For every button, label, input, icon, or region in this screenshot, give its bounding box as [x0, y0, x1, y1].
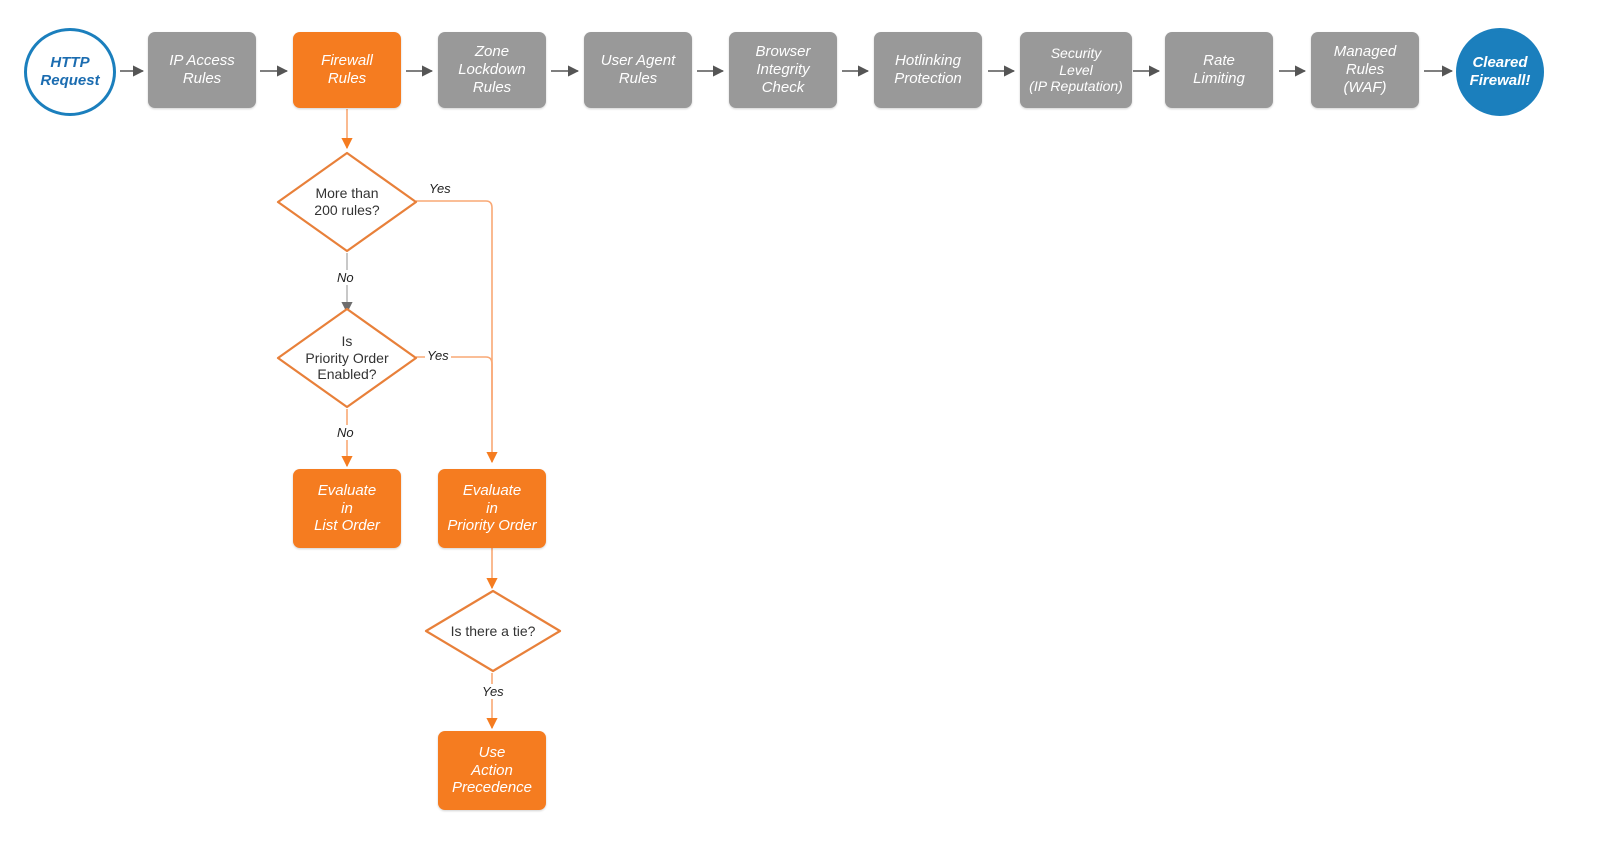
diamond-shape	[276, 307, 418, 409]
node-browser-integrity-check[interactable]: Browser Integrity Check	[729, 32, 837, 108]
edge-label-d1-yes: Yes	[427, 181, 453, 196]
node-label: User Agent Rules	[600, 52, 676, 87]
node-label: IP Access Rules	[169, 52, 235, 87]
node-label: Zone Lockdown Rules	[458, 43, 526, 96]
node-label: HTTP Request	[40, 54, 100, 89]
node-evaluate-in-list-order[interactable]: Evaluate in List Order	[293, 469, 401, 548]
node-decision-is-priority-order-enabled[interactable]: Is Priority Order Enabled?	[275, 306, 419, 410]
node-label: Cleared Firewall!	[1469, 54, 1531, 89]
node-label: Is there a tie?	[450, 622, 536, 639]
edge-label-d2-no: No	[335, 425, 356, 440]
node-cleared-firewall[interactable]: Cleared Firewall!	[1456, 28, 1544, 116]
node-label: Security Level (IP Reputation)	[1029, 45, 1123, 95]
node-label: Managed Rules (WAF)	[1333, 43, 1397, 96]
node-decision-is-there-a-tie[interactable]: Is there a tie?	[423, 588, 563, 674]
node-managed-rules-waf[interactable]: Managed Rules (WAF)	[1311, 32, 1419, 108]
node-label: Hotlinking Protection	[894, 52, 962, 87]
node-label: Browser Integrity Check	[755, 43, 811, 96]
diamond-shape	[424, 589, 562, 673]
node-evaluate-in-priority-order[interactable]: Evaluate in Priority Order	[438, 469, 546, 548]
node-http-request[interactable]: HTTP Request	[24, 28, 116, 116]
node-label: More than 200 rules?	[314, 185, 380, 218]
node-user-agent-rules[interactable]: User Agent Rules	[584, 32, 692, 108]
node-security-level[interactable]: Security Level (IP Reputation)	[1020, 32, 1132, 108]
node-label: Evaluate in List Order	[314, 481, 380, 535]
node-rate-limiting[interactable]: Rate Limiting	[1165, 32, 1273, 108]
node-label: Use Action Precedence	[451, 743, 533, 797]
edge-label-d1-no: No	[335, 270, 356, 285]
node-label: Evaluate in Priority Order	[447, 481, 537, 535]
node-label: Firewall Rules	[321, 52, 373, 87]
node-zone-lockdown-rules[interactable]: Zone Lockdown Rules	[438, 32, 546, 108]
node-decision-more-than-200-rules[interactable]: More than 200 rules?	[275, 150, 419, 254]
node-firewall-rules[interactable]: Firewall Rules	[293, 32, 401, 108]
node-ip-access-rules[interactable]: IP Access Rules	[148, 32, 256, 108]
edge-label-d2-yes: Yes	[425, 348, 451, 363]
node-label: Is Priority Order Enabled?	[305, 333, 389, 383]
node-hotlinking-protection[interactable]: Hotlinking Protection	[874, 32, 982, 108]
edge-label-d3-yes: Yes	[480, 684, 506, 699]
node-label: Rate Limiting	[1193, 52, 1245, 87]
node-use-action-precedence[interactable]: Use Action Precedence	[438, 731, 546, 810]
diamond-shape	[276, 151, 418, 253]
